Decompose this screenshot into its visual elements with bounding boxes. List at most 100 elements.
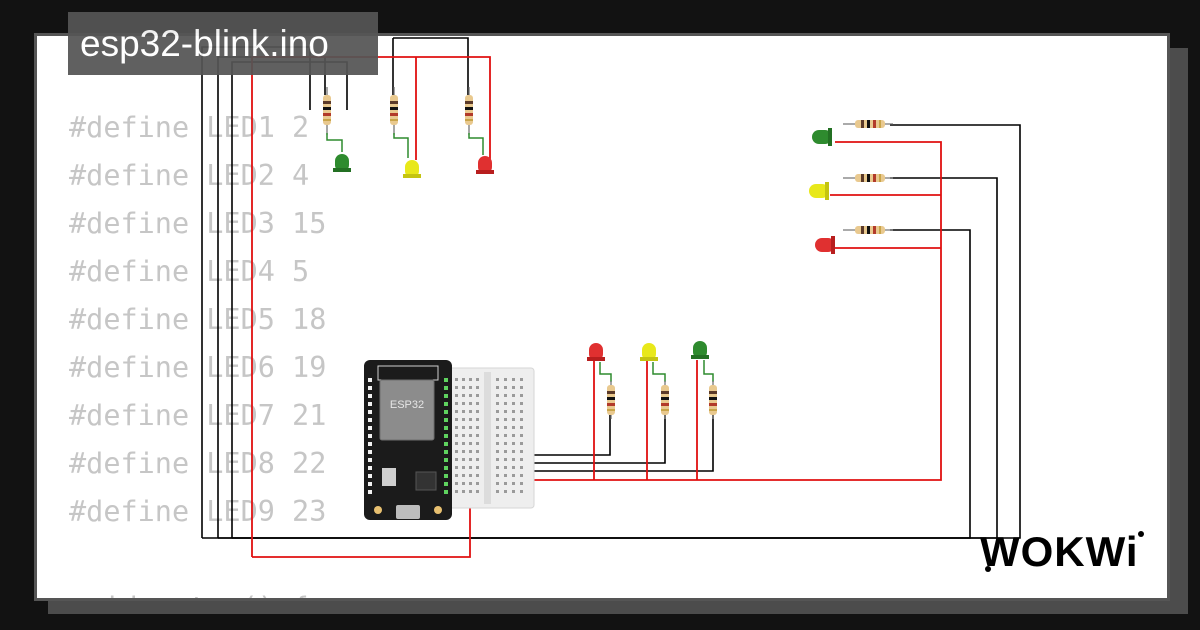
pin [368,450,372,454]
pin [462,490,465,493]
pin [462,386,465,389]
pin [496,394,499,397]
pin [504,418,507,421]
pin [476,418,479,421]
pin [512,434,515,437]
pin [476,482,479,485]
pin [512,442,515,445]
pin [496,442,499,445]
pin [444,434,448,438]
pin [444,378,448,382]
wire-black [217,56,326,538]
resistor [843,174,893,182]
resistor [843,226,893,234]
pin [368,394,372,398]
pin [368,442,372,446]
pin [444,402,448,406]
pin [520,466,523,469]
red-wires [251,56,942,558]
pin [520,426,523,429]
pin [469,458,472,461]
pin [444,426,448,430]
pin [469,442,472,445]
pin [368,402,372,406]
pin [520,434,523,437]
pin [444,442,448,446]
led-yellow [809,182,829,200]
pin [444,410,448,414]
pin [504,386,507,389]
pin [496,434,499,437]
pin [504,482,507,485]
pin [512,482,515,485]
pin [496,426,499,429]
black-wires [201,37,1021,539]
resistor [607,381,615,419]
wire-black [393,37,469,95]
pin [496,410,499,413]
pin [512,458,515,461]
pin [512,466,515,469]
pin [462,426,465,429]
pin [469,378,472,381]
pin [520,450,523,453]
pin [469,482,472,485]
pin [455,450,458,453]
pin [476,426,479,429]
resistor [661,381,669,419]
pin [520,386,523,389]
pin [520,378,523,381]
led-group-right [809,120,893,254]
pin [444,490,448,494]
pin [504,426,507,429]
pin [455,490,458,493]
pin [476,466,479,469]
pin [476,490,479,493]
pin [496,418,499,421]
pin [469,466,472,469]
pin [444,458,448,462]
pin [455,410,458,413]
pin [512,410,515,413]
pin [368,426,372,430]
pin [455,466,458,469]
pin [504,450,507,453]
wokwi-logo-text: WOKWi [980,528,1139,575]
pin [462,450,465,453]
pin [504,394,507,397]
pin [368,386,372,390]
pin [455,442,458,445]
pin [496,402,499,405]
pin [512,490,515,493]
pin [455,394,458,397]
pin [504,474,507,477]
pin [462,474,465,477]
pin [504,466,507,469]
pin [469,402,472,405]
pin [504,442,507,445]
resistor [390,87,398,135]
file-name-tab[interactable]: esp32-blink.ino [68,12,378,75]
pin [520,442,523,445]
led-red [587,343,605,361]
pin [504,434,507,437]
pin [512,378,515,381]
pin [476,450,479,453]
pin [469,474,472,477]
wokwi-logo: WOKWi [980,528,1144,575]
pin [504,458,507,461]
pin [469,386,472,389]
pin [455,474,458,477]
pin [469,418,472,421]
resistor [843,120,893,128]
pin [469,490,472,493]
wire-black [231,61,348,538]
pin [462,482,465,485]
led-red [815,236,835,254]
pin [368,466,372,470]
pin [520,402,523,405]
pin [368,410,372,414]
led-yellow [403,160,421,178]
pin [455,458,458,461]
led-yellow [640,343,658,361]
